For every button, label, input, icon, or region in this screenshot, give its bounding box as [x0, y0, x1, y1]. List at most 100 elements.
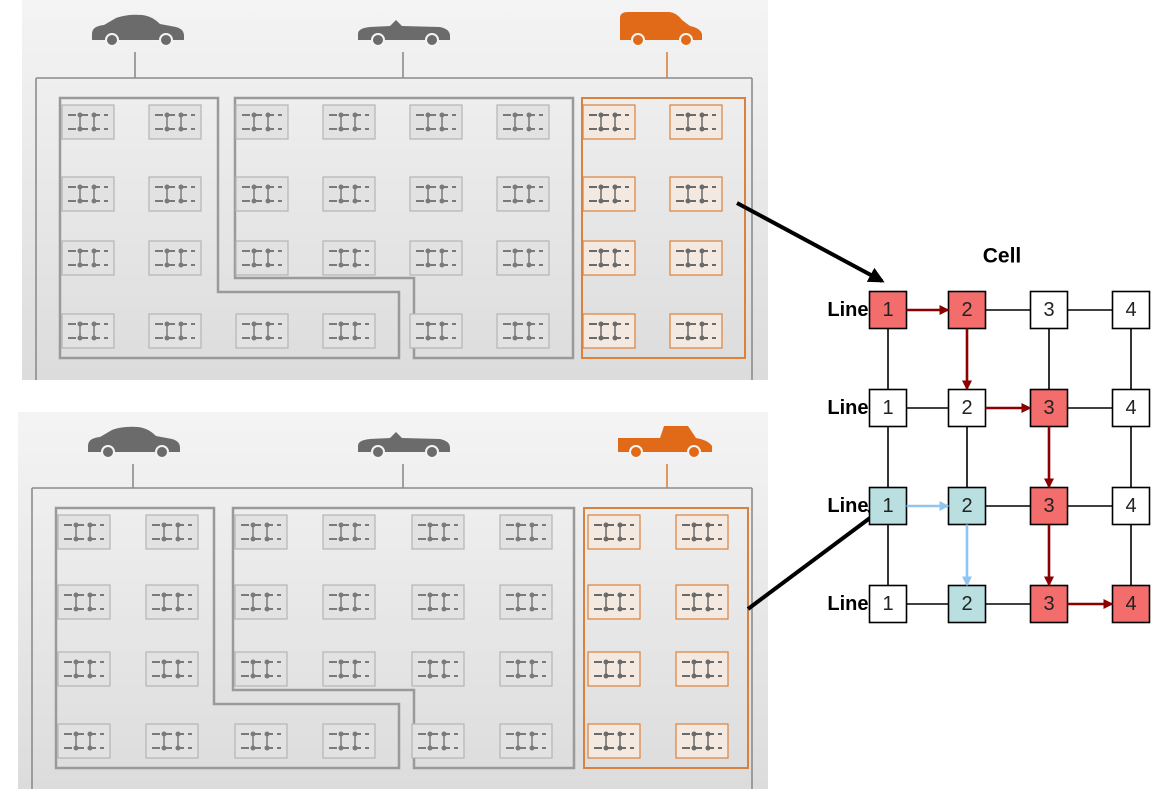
- cell-number: 2: [961, 593, 972, 615]
- workstation-icon: [582, 240, 636, 276]
- workstation-icon: [587, 651, 641, 687]
- cell-number: 4: [1125, 397, 1136, 419]
- workstation-icon: [145, 514, 199, 550]
- workstation-icon: [675, 723, 729, 759]
- convertible-icon: [358, 20, 450, 47]
- workstation-icon: [322, 723, 376, 759]
- bus-lines: [35, 52, 753, 380]
- convertible-icon: [358, 432, 450, 459]
- grid-connectors: [887, 309, 1132, 605]
- grid-cell: 1: [868, 486, 908, 526]
- workstation-icon: [322, 104, 376, 140]
- workstation-icon: [57, 723, 111, 759]
- grid-cell: 2: [947, 486, 987, 526]
- workstation-icon: [57, 651, 111, 687]
- grid-arrows: [906, 305, 1114, 609]
- workstation-icon: [148, 313, 202, 349]
- workstation-icon: [499, 723, 553, 759]
- workstation-icon: [322, 313, 376, 349]
- grid-cell: 3: [1029, 290, 1069, 330]
- workstation-icon: [669, 176, 723, 212]
- workstation-icon: [582, 313, 636, 349]
- grid-cell: 1: [868, 290, 908, 330]
- workstation-icon: [322, 176, 376, 212]
- grid-cell: 1: [868, 584, 908, 624]
- line-row-label: Line: [827, 495, 868, 517]
- vehicle-row: [88, 426, 712, 459]
- workstation-icon: [148, 176, 202, 212]
- workstation-icon: [411, 723, 465, 759]
- workstation-icon: [496, 176, 550, 212]
- van-icon: [620, 12, 702, 47]
- zone-middle: [233, 96, 575, 360]
- workstation-icon: [145, 651, 199, 687]
- zone-left: [58, 96, 401, 360]
- sedan-icon: [88, 426, 180, 459]
- workstation-icon: [145, 723, 199, 759]
- workstation-icon: [582, 176, 636, 212]
- workstation-icon: [322, 514, 376, 550]
- line-row-label: Line: [827, 593, 868, 615]
- workstation-icon: [409, 313, 463, 349]
- cell-number: 4: [1125, 299, 1136, 321]
- workstation-icon: [61, 176, 115, 212]
- panel-background: [22, 0, 768, 380]
- workstation-icon: [234, 514, 288, 550]
- sedan-icon: [92, 14, 184, 47]
- workstation-icon: [669, 104, 723, 140]
- workstation-icon: [148, 104, 202, 140]
- cell-number: 2: [961, 495, 972, 517]
- workstation-icon: [669, 240, 723, 276]
- zone-highlighted: [583, 507, 749, 769]
- workstation-icon: [61, 240, 115, 276]
- cell-number: 3: [1043, 397, 1054, 419]
- workstation-icon: [57, 584, 111, 620]
- workstation-icon: [411, 651, 465, 687]
- zone-highlighted: [581, 97, 746, 359]
- connector-arrow-bottom: [746, 507, 885, 611]
- workstation-icon: [234, 723, 288, 759]
- panel-background: [18, 412, 768, 789]
- workstation-icon: [582, 104, 636, 140]
- cell-number: 3: [1043, 593, 1054, 615]
- grid-cell: 4: [1111, 388, 1151, 428]
- connector-arrow-top: [736, 201, 885, 283]
- workstation-icon: [675, 651, 729, 687]
- workstation-icon: [322, 651, 376, 687]
- cell-number: 1: [882, 495, 893, 517]
- grid-cell: 4: [1111, 290, 1151, 330]
- workstation-icon: [234, 651, 288, 687]
- workstation-icon: [496, 313, 550, 349]
- cell-number: 1: [882, 299, 893, 321]
- cell-number: 2: [961, 299, 972, 321]
- cell-number: 4: [1125, 495, 1136, 517]
- cell-number: 4: [1125, 593, 1136, 615]
- station-grid: [61, 104, 723, 349]
- workstation-icon: [409, 176, 463, 212]
- grid-cell: 3: [1029, 388, 1069, 428]
- workstation-icon: [499, 584, 553, 620]
- workstation-icon: [235, 313, 289, 349]
- grid-cell: 2: [947, 290, 987, 330]
- workstation-icon: [669, 313, 723, 349]
- grid-cell: 3: [1029, 486, 1069, 526]
- cell-number: 1: [882, 397, 893, 419]
- grid-cell: 2: [947, 584, 987, 624]
- grid-cell: 4: [1111, 584, 1151, 624]
- workstation-icon: [148, 240, 202, 276]
- workstation-icon: [675, 584, 729, 620]
- factory-layout-bottom: [18, 412, 768, 789]
- cell-number: 3: [1043, 299, 1054, 321]
- workstation-icon: [234, 584, 288, 620]
- workstation-icon: [587, 723, 641, 759]
- station-grid: [57, 514, 729, 759]
- grid-cell: 1: [868, 388, 908, 428]
- workstation-icon: [496, 240, 550, 276]
- workstation-icon: [499, 514, 553, 550]
- workstation-icon: [235, 104, 289, 140]
- workstation-icon: [496, 104, 550, 140]
- workstation-icon: [61, 104, 115, 140]
- line-row-label: Line: [827, 397, 868, 419]
- workstation-icon: [145, 584, 199, 620]
